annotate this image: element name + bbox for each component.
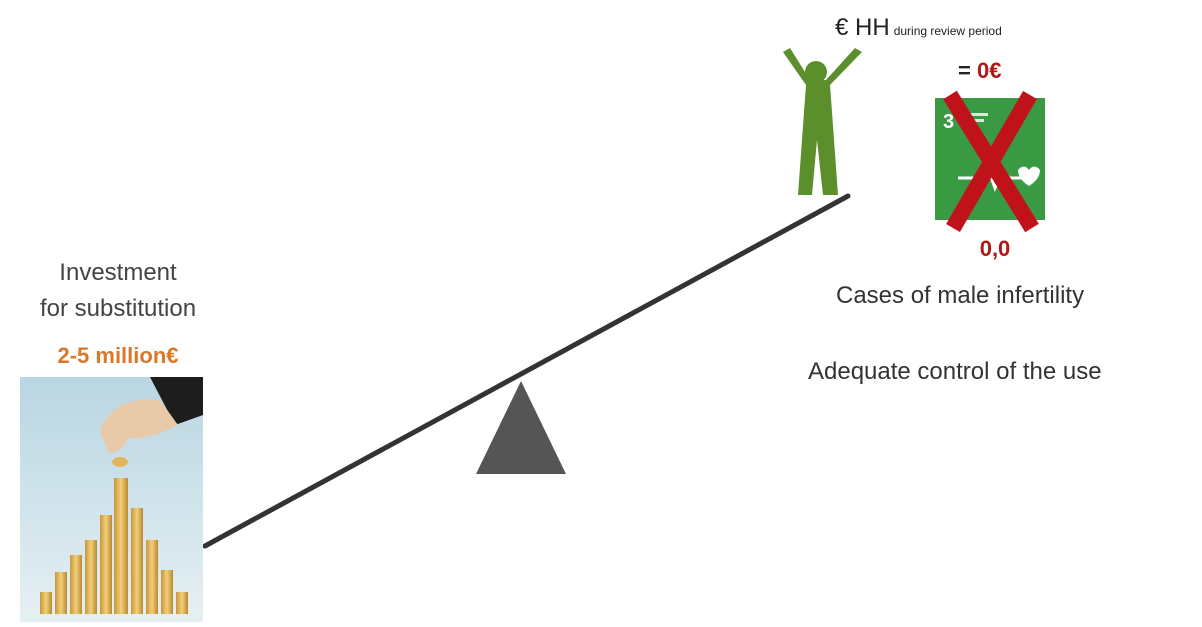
cases-label: Cases of male infertility	[836, 282, 1085, 309]
hh-suffix: during review period	[893, 24, 1002, 38]
hh-value: = 0€	[958, 58, 1001, 84]
person-celebrating-icon	[783, 48, 862, 195]
hh-value-amount: 0€	[976, 58, 1002, 83]
seesaw-beam	[202, 193, 851, 549]
sdg-number: 3	[943, 111, 955, 133]
investment-amount: 2-5 million€	[57, 343, 179, 368]
investment-title-line1: Investment	[59, 259, 177, 286]
fulcrum-triangle-icon	[476, 381, 566, 474]
cases-value: 0,0	[979, 236, 1011, 261]
red-cross-mark-icon	[943, 90, 1039, 233]
hh-prefix: € HH	[835, 14, 890, 41]
investment-title-line2: for substitution	[39, 295, 197, 322]
coins-hand-image	[20, 377, 203, 622]
hh-value-prefix: =	[958, 58, 977, 83]
investment-title: Investment for substitution	[0, 255, 236, 327]
control-label: Adequate control of the use	[808, 358, 1102, 385]
